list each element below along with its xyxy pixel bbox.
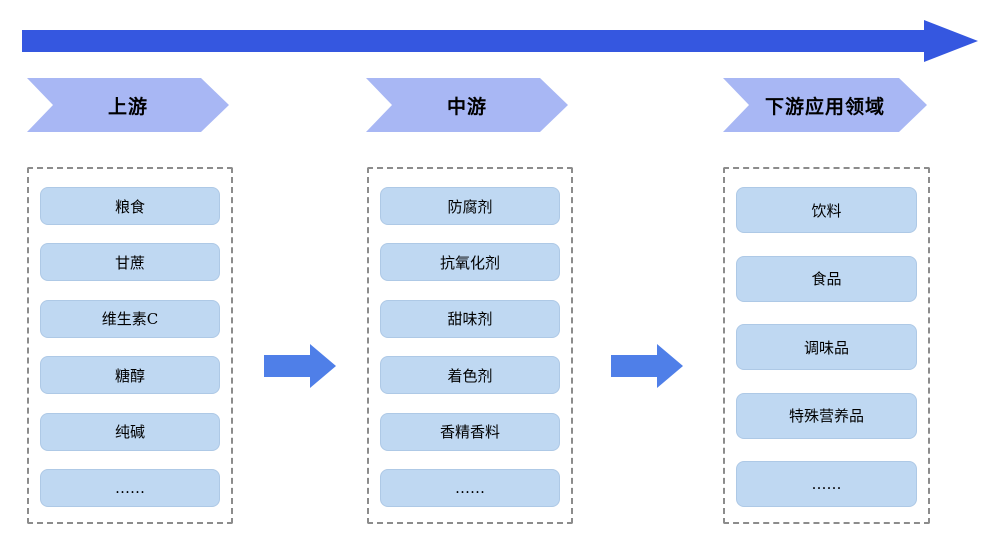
stage-label-midstream: 中游 (446, 96, 487, 118)
item-colorant: 着色剂 (380, 356, 560, 395)
stage-label-downstream: 下游应用领域 (764, 96, 885, 118)
item-vitamin-c: 维生素C (40, 299, 220, 338)
connector-arrow-icon (264, 344, 336, 388)
item-ellipsis: …… (40, 468, 220, 507)
item-ellipsis: …… (380, 468, 560, 507)
item-sugarcane: 甘蔗 (40, 243, 220, 282)
stage-banner-downstream: 下游应用领域 (723, 78, 927, 132)
column-midstream: 防腐剂 抗氧化剂 甜味剂 着色剂 香精香料 …… (367, 167, 573, 524)
item-antioxidant: 抗氧化剂 (380, 243, 560, 282)
stage-banner-upstream: 上游 (27, 78, 229, 132)
item-ellipsis: …… (736, 461, 917, 507)
item-special-nutrition: 特殊营养品 (736, 392, 917, 439)
item-condiment: 调味品 (736, 324, 917, 370)
item-sugar-alcohol: 糖醇 (40, 356, 220, 395)
connector-arrow-icon (611, 344, 683, 388)
column-downstream: 饮料 食品 调味品 特殊营养品 …… (723, 167, 930, 524)
item-beverage: 饮料 (736, 187, 917, 233)
item-food: 食品 (736, 255, 917, 302)
column-upstream: 粮食 甘蔗 维生素C 糖醇 纯碱 …… (27, 167, 233, 524)
item-flavor-fragrance: 香精香料 (380, 412, 560, 451)
item-sweetener: 甜味剂 (380, 299, 560, 338)
item-grain: 粮食 (40, 187, 220, 225)
item-soda-ash: 纯碱 (40, 412, 220, 451)
stage-label-upstream: 上游 (107, 96, 148, 118)
stage-banner-midstream: 中游 (366, 78, 568, 132)
item-preservative: 防腐剂 (380, 187, 560, 225)
flow-direction-arrow-icon (22, 20, 978, 62)
